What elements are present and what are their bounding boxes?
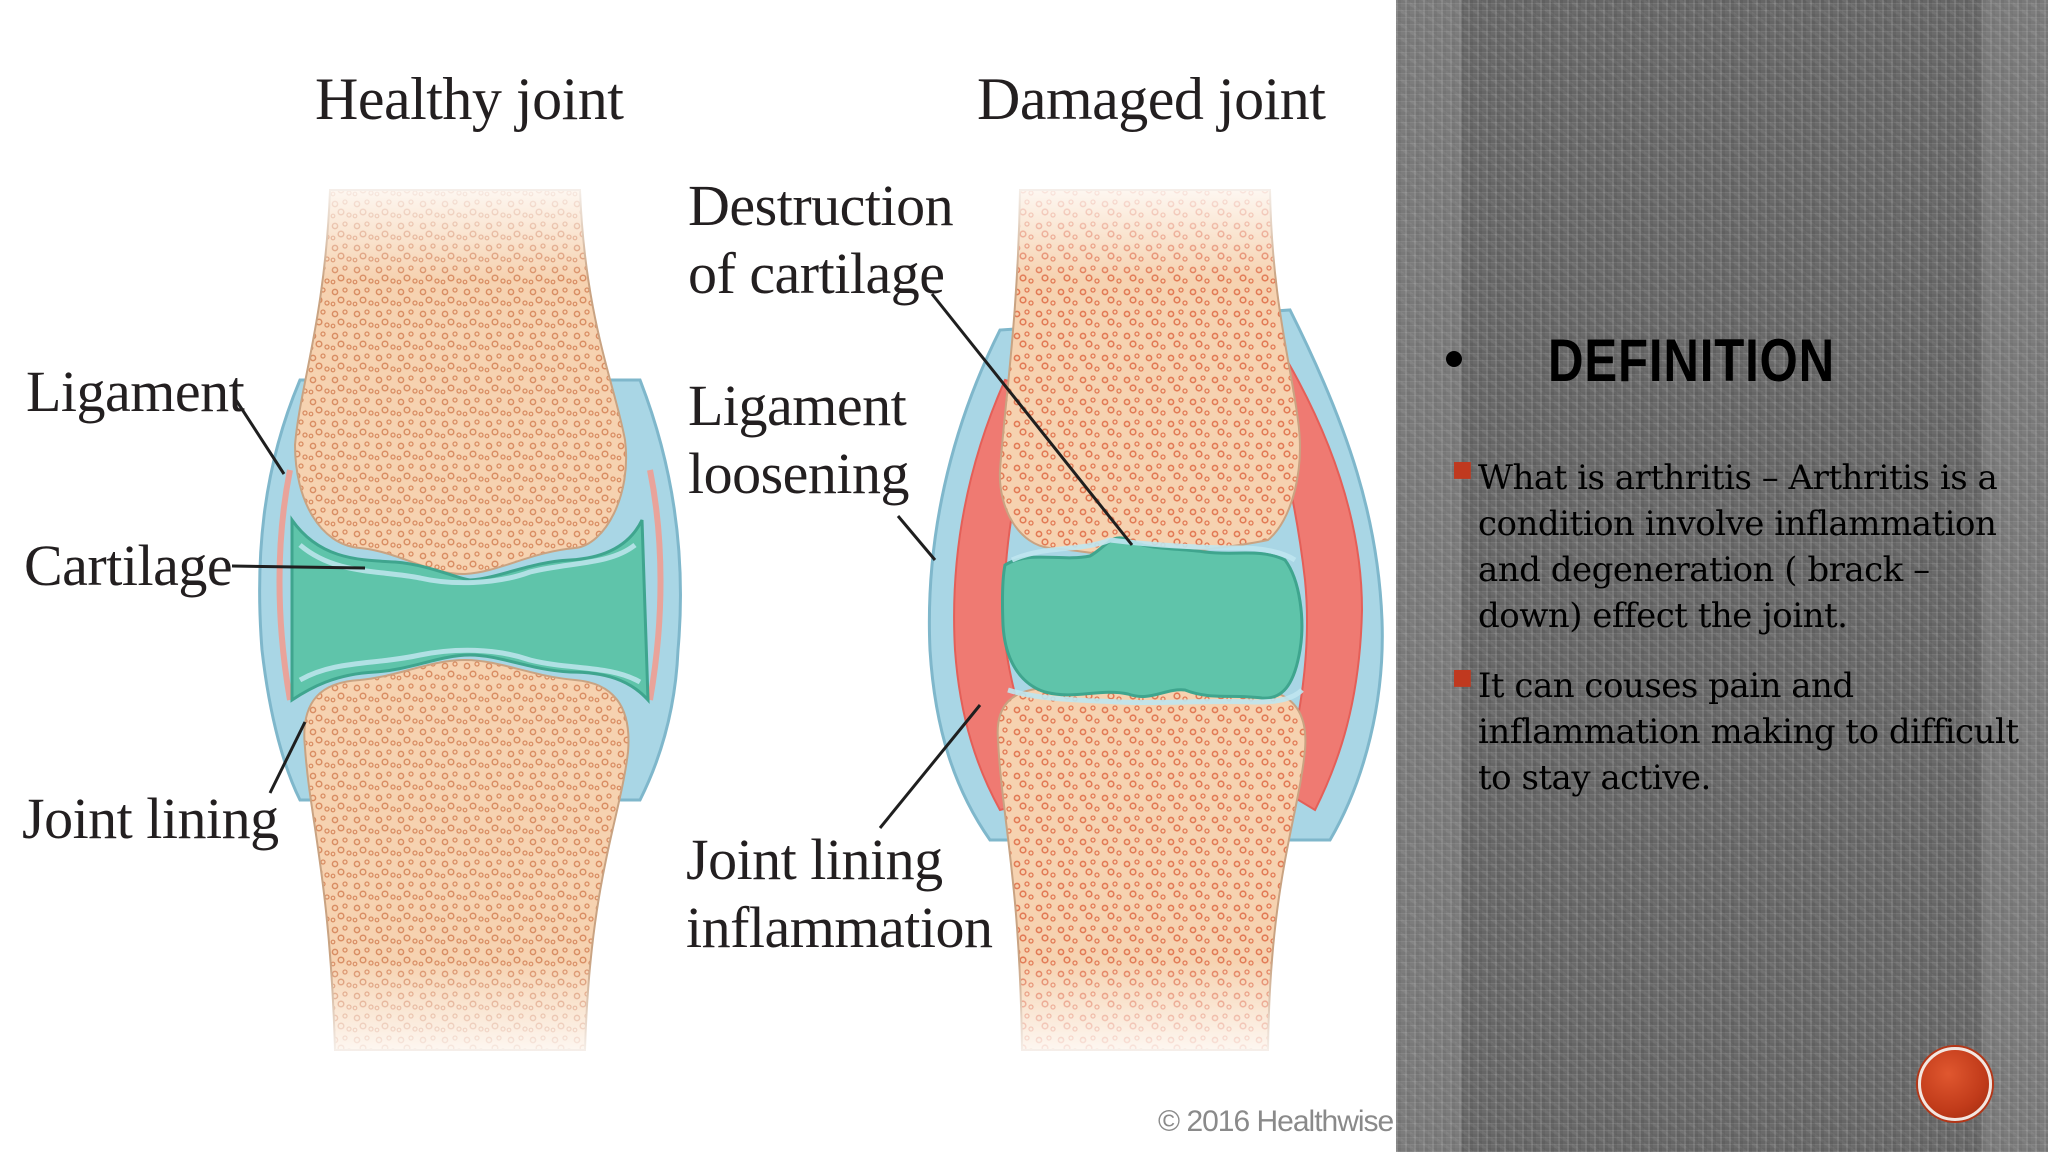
leader-ligament: [234, 399, 286, 475]
slide-heading: DEFINITION: [1446, 326, 1898, 395]
damaged-joint: [920, 170, 1400, 1070]
panel-left-band: [1396, 0, 1462, 1152]
label-destruction-line2: of cartilage: [688, 241, 945, 306]
bullet-item: ■ What is arthritis – Arthritis is a con…: [1452, 455, 2042, 639]
definition-panel: DEFINITION ■ What is arthritis – Arthrit…: [1396, 0, 2048, 1152]
leader-destruction: [930, 293, 1134, 546]
leader-inflammation: [878, 704, 982, 829]
label-inflammation-line2: inflammation: [686, 895, 993, 960]
healthy-upper-bone: [293, 189, 628, 576]
joint-diagram: Healthy joint Damaged joint Ligament Car…: [22, 66, 1400, 1138]
label-cartilage: Cartilage: [24, 533, 233, 598]
damaged-cartilage: [1000, 536, 1304, 700]
definition-bullet-list: ■ What is arthritis – Arthritis is a con…: [1452, 455, 2042, 825]
label-joint-lining: Joint lining: [22, 786, 279, 851]
bullet-square-icon: ■: [1452, 665, 1473, 690]
label-loosening-line2: loosening: [688, 441, 910, 506]
bullet-text: What is arthritis – Arthritis is a condi…: [1478, 458, 1998, 636]
healthy-joint: [220, 170, 740, 1070]
bullet-text: It can couses pain and inflammation maki…: [1478, 666, 2019, 798]
label-inflammation-line1: Joint lining: [686, 827, 943, 892]
title-healthy-joint: Healthy joint: [315, 66, 624, 132]
label-loosening-line1: Ligament: [688, 373, 907, 438]
leader-cartilage: [231, 564, 366, 570]
slide-nav-button[interactable]: [1918, 1047, 1992, 1121]
slide-heading-text: DEFINITION: [1548, 327, 1835, 394]
leader-loosening: [896, 515, 937, 561]
heading-bullet-icon: [1446, 351, 1462, 368]
healthy-lining: [276, 469, 664, 701]
copyright-notice: © 2016 Healthwise: [1158, 1105, 1394, 1138]
leader-lines: [231, 293, 1134, 829]
panel-right-band: [1982, 0, 2048, 1152]
label-destruction-line1: Destruction: [688, 173, 954, 238]
label-ligament: Ligament: [26, 359, 245, 424]
bullet-item: ■ It can couses pain and inflammation ma…: [1452, 663, 2042, 801]
leader-joint-lining: [268, 721, 307, 794]
joint-illustration: [220, 170, 1400, 1070]
bullet-square-icon: ■: [1452, 457, 1473, 482]
title-damaged-joint: Damaged joint: [977, 66, 1326, 132]
